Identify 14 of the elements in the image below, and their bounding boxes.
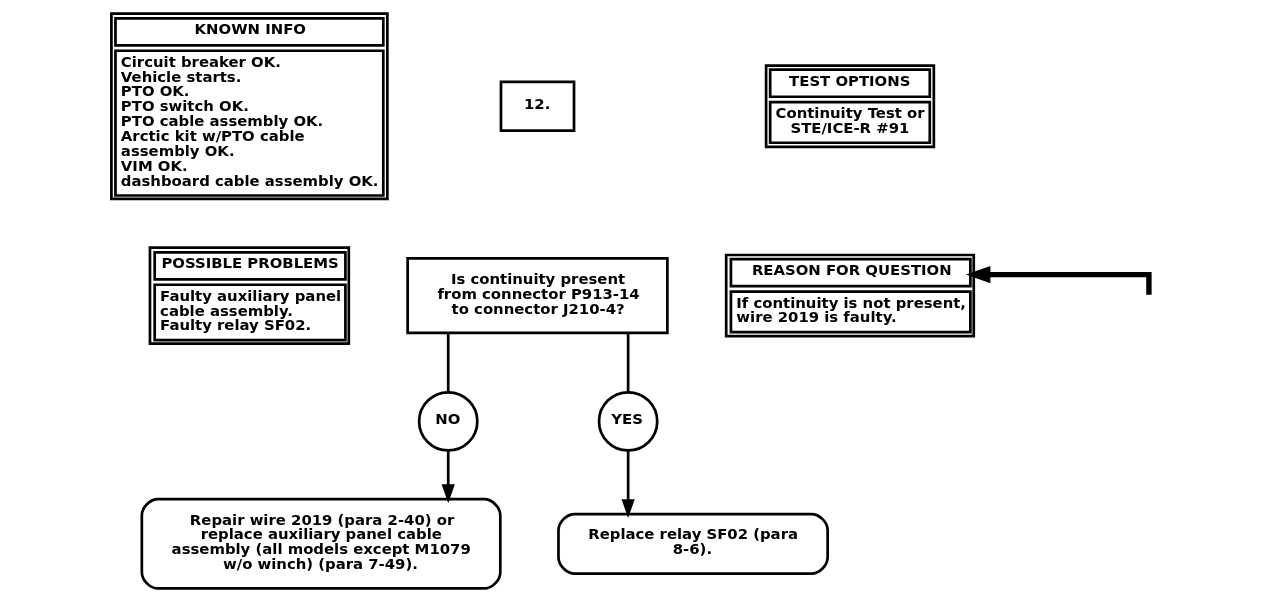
node-box: 12. — [499, 80, 576, 132]
node-box: Is continuity present from connector P913-14 to connector J210-4? — [406, 257, 669, 335]
connector — [446, 333, 450, 392]
node-box: KNOWN INFO Circuit breaker OK. Vehicle starts. PTO OK. PTO switch OK. PTO cable assembly OK. Arctic kit w/PTO cable assembly OK. VIM OK. dashboard cable assembly OK. — [110, 12, 389, 201]
node-circle: NO — [417, 390, 479, 452]
node-box: TEST OPTIONS Continuity Test or STE/ICE-R #91 — [764, 64, 936, 149]
node-box: REASON FOR QUESTION If continuity is not present, wire 2019 is faulty. — [724, 253, 976, 338]
arrow — [441, 451, 455, 504]
node-box: Replace relay SF02 (para 8-6). — [557, 512, 829, 575]
connector — [626, 333, 630, 392]
arrow — [621, 451, 635, 519]
node-box: Repair wire 2019 (para 2-40) or replace auxiliary panel cable assembly (all models except M1079 w/o winch) (para 7-49). — [140, 497, 502, 590]
arrow — [965, 266, 1152, 295]
node-circle: YES — [597, 390, 659, 452]
